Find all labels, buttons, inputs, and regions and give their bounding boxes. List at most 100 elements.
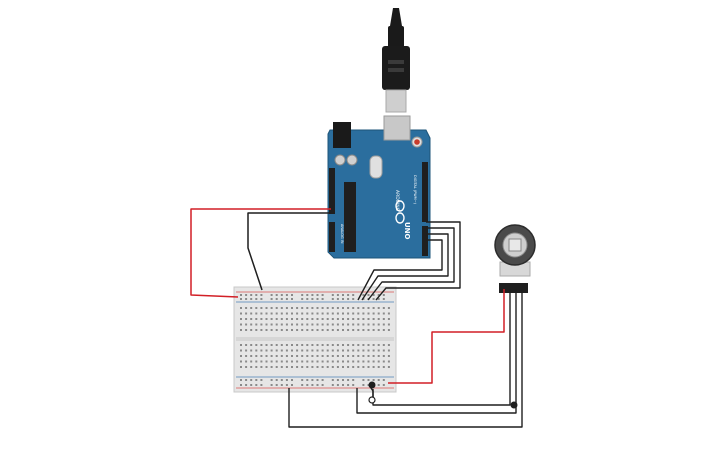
breadboard-hole: [270, 344, 273, 346]
breadboard-hole: [316, 312, 319, 315]
breadboard-hole: [357, 318, 360, 320]
breadboard-hole: [255, 344, 258, 346]
breadboard-hole: [362, 329, 365, 331]
arduino-board[interactable]: ARDUINO UNO DIGITAL (PWM~) ANALOG IN: [327, 115, 431, 259]
breadboard-hole: [306, 366, 309, 368]
breadboard-hole: [377, 355, 380, 357]
red-wire-5v: [190, 208, 331, 298]
breadboard-hole: [357, 307, 360, 309]
breadboard-hole: [362, 379, 365, 381]
breadboard-hole: [296, 355, 299, 357]
breadboard-hole: [372, 323, 375, 326]
breadboard-hole: [291, 360, 293, 363]
breadboard-hole: [275, 294, 278, 296]
breadboard-hole: [255, 384, 258, 386]
breadboard-hole: [316, 294, 319, 296]
junction-open: [368, 396, 376, 404]
breadboard-hole: [352, 307, 355, 309]
breadboard-hole: [255, 349, 258, 352]
breadboard-hole: [245, 329, 248, 331]
breadboard-hole: [280, 298, 283, 300]
breadboard-hole: [250, 349, 253, 352]
breadboard-hole: [382, 366, 385, 368]
breadboard-hole: [245, 360, 248, 363]
breadboard-hole: [255, 366, 258, 368]
breadboard-hole: [377, 379, 380, 381]
breadboard-hole: [245, 366, 248, 368]
breadboard-hole: [265, 318, 268, 320]
breadboard-hole: [347, 323, 350, 326]
breadboard-hole: [352, 384, 355, 386]
breadboard-hole: [367, 329, 370, 331]
breadboard-hole: [372, 312, 375, 315]
breadboard-hole: [291, 366, 293, 368]
breadboard-hole: [270, 355, 273, 357]
breadboard-hole: [357, 323, 360, 326]
breadboard-hole: [352, 329, 355, 331]
breadboard-hole: [296, 366, 299, 368]
breadboard-hole: [347, 360, 350, 363]
breadboard-hole: [347, 294, 350, 296]
breadboard-hole: [331, 366, 334, 368]
capacitor: [346, 154, 358, 166]
breadboard-hole: [245, 379, 248, 381]
breadboard-hole: [260, 294, 263, 296]
breadboard-hole: [352, 360, 355, 363]
breadboard-hole: [372, 329, 375, 331]
breadboard-hole: [372, 294, 375, 296]
breadboard-hole: [357, 312, 360, 315]
breadboard-hole: [372, 379, 375, 381]
breadboard-hole: [326, 360, 329, 363]
breadboard-hole: [280, 329, 283, 331]
breadboard-hole: [321, 312, 324, 315]
breadboard-hole: [285, 344, 288, 346]
breadboard-hole: [311, 355, 314, 357]
breadboard-hole: [301, 307, 304, 309]
breadboard-hole: [362, 318, 365, 320]
breadboard-hole: [336, 366, 339, 368]
breadboard-hole: [260, 366, 263, 368]
breadboard-hole: [245, 384, 248, 386]
black-wire-encoder-b: [356, 289, 517, 414]
breadboard-hole: [265, 366, 268, 368]
breadboard-hole: [382, 329, 385, 331]
breadboard-hole: [285, 366, 288, 368]
junction-dot: [368, 381, 376, 389]
breadboard-hole: [352, 318, 355, 320]
reset-button[interactable]: [414, 139, 420, 145]
breadboard-hole: [280, 323, 283, 326]
breadboard-hole: [291, 349, 293, 352]
breadboard-hole: [326, 323, 329, 326]
breadboard[interactable]: [233, 286, 397, 393]
breadboard-hole: [275, 379, 278, 381]
breadboard-hole: [316, 379, 319, 381]
breadboard-hole: [285, 349, 288, 352]
breadboard-hole: [352, 323, 355, 326]
breadboard-hole: [285, 312, 288, 315]
breadboard-hole: [250, 312, 253, 315]
breadboard-hole: [377, 312, 380, 315]
breadboard-hole: [301, 318, 304, 320]
breadboard-hole: [306, 329, 309, 331]
breadboard-hole: [387, 312, 390, 315]
breadboard-hole: [357, 349, 360, 352]
breadboard-hole: [352, 366, 355, 368]
breadboard-hole: [352, 355, 355, 357]
rotary-encoder[interactable]: [494, 224, 536, 293]
breadboard-hole: [255, 379, 258, 381]
breadboard-hole: [336, 307, 339, 309]
breadboard-hole: [280, 344, 283, 346]
breadboard-hole: [306, 349, 309, 352]
breadboard-hole: [311, 307, 314, 309]
breadboard-hole: [387, 349, 390, 352]
breadboard-hole: [291, 307, 293, 309]
breadboard-hole: [291, 294, 293, 296]
breadboard-hole: [347, 384, 350, 386]
breadboard-hole: [306, 355, 309, 357]
breadboard-hole: [260, 323, 263, 326]
breadboard-hole: [331, 349, 334, 352]
breadboard-hole: [255, 323, 258, 326]
breadboard-hole: [270, 349, 273, 352]
breadboard-hole: [260, 344, 263, 346]
breadboard-hole: [311, 384, 314, 386]
